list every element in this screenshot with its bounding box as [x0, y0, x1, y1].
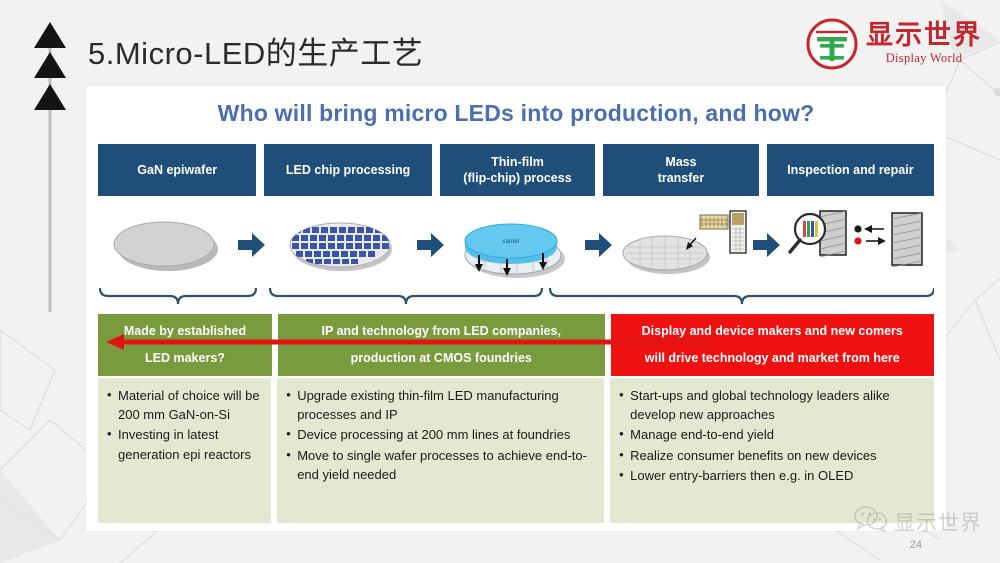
category-bar-line1: Display and device makers and new comers — [641, 323, 903, 338]
step-box-led-chip-processing[interactable]: LED chip processing — [264, 144, 432, 196]
list-item: Manage end-to-end yield — [619, 424, 928, 444]
slide-headline: Who will bring micro LEDs into productio… — [217, 100, 815, 126]
wechat-icon — [854, 506, 888, 537]
carrier-bonded-wafer-icon: carrier — [448, 204, 582, 286]
brand-logo: 显示世界 Display World — [806, 18, 982, 70]
category-bar-line1: IP and technology from LED companies, — [321, 323, 561, 338]
triple-triangle-ornament-icon — [30, 12, 70, 312]
patterned-blue-wafer-icon — [269, 204, 414, 286]
step-box-label-line1: Thin-film — [491, 154, 544, 169]
slide-content-card: Who will bring micro LEDs into productio… — [86, 86, 946, 531]
right-arrow-icon — [582, 232, 616, 258]
magnifier-inspection-icon — [784, 204, 934, 286]
carrier-label: carrier — [502, 239, 519, 245]
category-bar-line2: will drive technology and market from he… — [644, 350, 900, 365]
gray-wafer-disc-icon — [98, 204, 235, 286]
step-box-mass-transfer[interactable]: Mass transfer — [603, 144, 759, 196]
brand-name-en: Display World — [885, 51, 963, 66]
step-box-label: Thin-film (flip-chip) process — [463, 154, 571, 187]
step-box-label: LED chip processing — [285, 162, 411, 177]
category-bar-established-led-makers[interactable]: Made by established LED makers? — [98, 314, 272, 376]
list-item: Start-ups and global technology leaders … — [619, 385, 928, 424]
step-box-label-line2: (flip-chip) process — [463, 171, 572, 185]
list-item: Investing in latest generation epi react… — [107, 424, 265, 463]
right-arrow-icon — [750, 232, 784, 258]
category-bar-display-and-device-makers[interactable]: Display and device makers and new comers… — [610, 314, 934, 376]
list-item: Upgrade existing thin-film LED manufactu… — [286, 385, 598, 424]
step-box-label-line2: transfer — [657, 171, 705, 185]
bullet-panel-display-and-device-makers: Start-ups and global technology leaders … — [610, 378, 934, 523]
wechat-watermark: 显示世界 — [854, 506, 982, 537]
list-item: Lower entry-barriers then e.g. in OLED — [619, 465, 928, 485]
page-title: 5.Micro-LED的生产工艺 — [88, 36, 424, 71]
category-bar-line2: LED makers? — [145, 350, 225, 365]
bullet-panel-ip-and-technology: Upgrade existing thin-film LED manufactu… — [277, 378, 605, 523]
list-item: Move to single wafer processes to achiev… — [286, 445, 598, 484]
display-world-emblem-icon — [806, 18, 858, 70]
bullet-list: Upgrade existing thin-film LED manufactu… — [281, 385, 598, 484]
curly-brace-icon — [98, 284, 936, 312]
mass-transfer-wafer-icon — [616, 204, 750, 286]
bullet-panels: Material of choice will be 200 mm GaN-on… — [98, 378, 934, 523]
bullet-list: Start-ups and global technology leaders … — [614, 385, 928, 485]
process-illustration-row: carrier — [98, 204, 934, 286]
category-bar-line2: production at CMOS foundries — [350, 350, 532, 365]
category-bar-ip-and-technology[interactable]: IP and technology from LED companies, pr… — [277, 314, 605, 376]
process-step-boxes: GaN epiwafer LED chip processing Thin-fi… — [98, 144, 934, 196]
step-box-inspection-and-repair[interactable]: Inspection and repair — [766, 144, 934, 196]
list-item: Material of choice will be 200 mm GaN-on… — [107, 385, 265, 424]
page-number: 24 — [909, 539, 922, 551]
category-bars: Made by established LED makers? IP and t… — [98, 314, 934, 376]
right-arrow-icon — [414, 232, 448, 258]
category-bar-line1: Made by established — [123, 323, 247, 338]
step-box-thin-film-process[interactable]: Thin-film (flip-chip) process — [439, 144, 596, 196]
step-box-label-line1: Mass — [665, 154, 697, 169]
step-box-label: Mass transfer — [658, 154, 705, 187]
list-item: Device processing at 200 mm lines at fou… — [286, 424, 598, 444]
watermark-text: 显示世界 — [894, 510, 982, 535]
brand-name-cn: 显示世界 — [866, 19, 982, 51]
step-box-gan-epiwafer[interactable]: GaN epiwafer — [98, 144, 257, 196]
step-box-label: GaN epiwafer — [137, 162, 218, 177]
list-item: Realize consumer benefits on new devices — [619, 445, 928, 465]
step-box-label: Inspection and repair — [787, 162, 914, 177]
bullet-panel-established-led-makers: Material of choice will be 200 mm GaN-on… — [98, 378, 272, 523]
bullet-list: Material of choice will be 200 mm GaN-on… — [102, 385, 265, 464]
right-arrow-icon — [235, 232, 269, 258]
